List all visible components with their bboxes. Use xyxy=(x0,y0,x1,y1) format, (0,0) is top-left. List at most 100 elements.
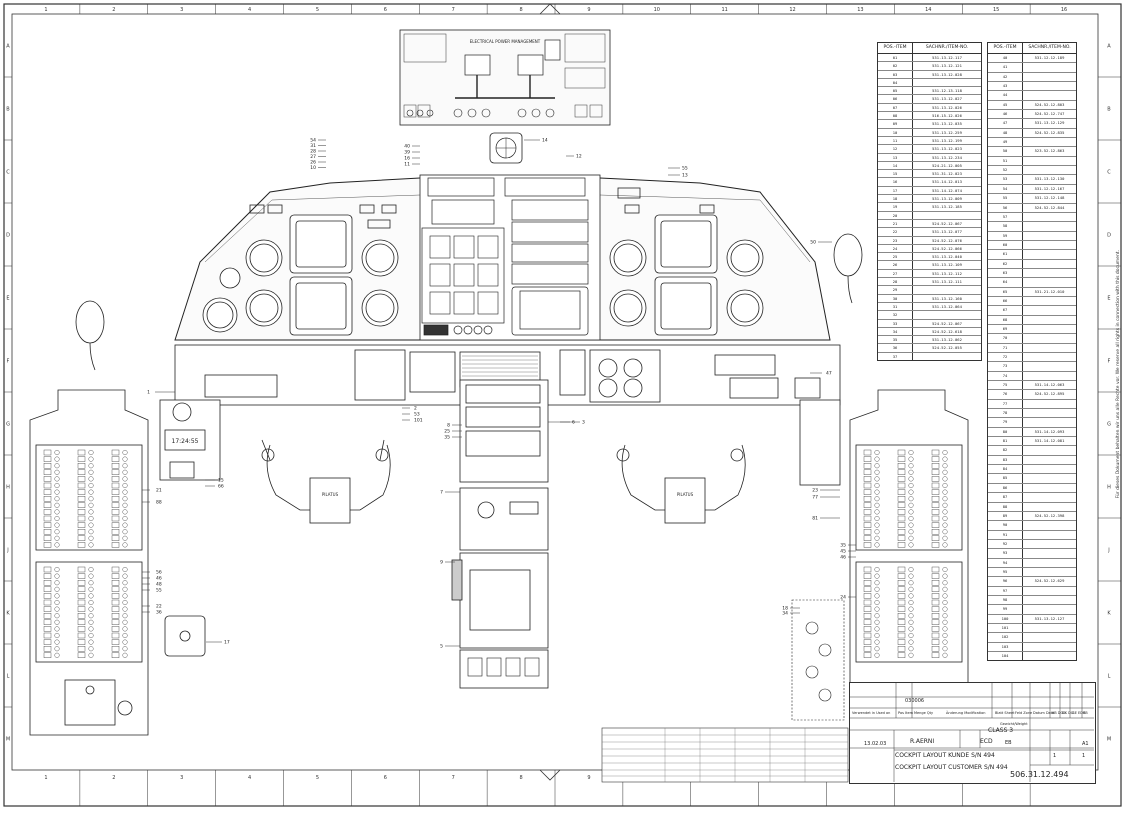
item-number-cell: 531.12.13.118 xyxy=(932,88,962,94)
row-label: B xyxy=(6,107,10,113)
column-label: 4 xyxy=(248,7,251,13)
pos-item-cell: 33 xyxy=(878,319,913,327)
class-label: CLASS 3 xyxy=(988,727,1014,734)
item-number-cell xyxy=(1023,316,1076,324)
column-label: 3 xyxy=(180,775,183,781)
pos-item-cell: 79 xyxy=(988,418,1023,427)
header-used-on: Verwendet in Used on xyxy=(852,711,891,715)
pos-item-cell: 53 xyxy=(988,175,1023,184)
pos-item-cell: 104 xyxy=(988,652,1023,661)
parts-table-row: 82 xyxy=(988,446,1076,456)
parts-table-row: 86 xyxy=(988,483,1076,494)
item-number-cell xyxy=(913,286,981,293)
callout-number: 9 xyxy=(440,560,443,566)
item-number-cell: 524.52.12.067 xyxy=(932,320,962,326)
pos-item-cell: 18 xyxy=(878,195,913,203)
sign-col-2: DK DCI xyxy=(1062,711,1075,715)
item-number-cell: 531.12.12.167 xyxy=(1034,185,1065,191)
item-number-cell: 516.15.12.026 xyxy=(932,113,962,119)
pos-item-cell: 49 xyxy=(988,138,1023,147)
parts-table-row: 83 xyxy=(988,455,1076,466)
item-number-cell: 531.13.12.112 xyxy=(932,270,962,276)
pos-item-cell: 23 xyxy=(878,236,913,244)
pos-item-cell: 74 xyxy=(988,371,1023,381)
callout-number: 27 xyxy=(310,154,316,160)
callout-number: 10 xyxy=(310,165,316,171)
row-label: H xyxy=(6,485,10,491)
callout-number: 5 xyxy=(440,644,443,650)
pos-item-cell: 88 xyxy=(988,502,1023,511)
callout-number: 39 xyxy=(404,150,410,156)
item-number-cell xyxy=(1023,297,1076,305)
pos-item-cell: 15 xyxy=(878,170,913,178)
parts-table-row: 97 xyxy=(988,586,1076,596)
item-number-cell xyxy=(1023,138,1076,146)
left-knee-panel xyxy=(159,399,221,481)
row-label: J xyxy=(6,548,8,554)
row-label: C xyxy=(1107,170,1111,176)
pos-item-cell: 14 xyxy=(878,161,913,170)
item-number-cell xyxy=(1023,334,1076,342)
parts-table-row: 98 xyxy=(988,595,1076,606)
parts-table-row: 71 xyxy=(988,343,1076,353)
item-number-cell xyxy=(1023,624,1076,632)
item-number-cell: 524.52.12.398 xyxy=(1034,512,1065,518)
parts-table-row: 43 xyxy=(988,82,1076,92)
callout-number: 21 xyxy=(156,488,162,494)
pos-item-cell: 31 xyxy=(878,302,913,311)
item-number-cell: 524.52.12.055 xyxy=(932,345,962,351)
parts-table-row: 74 xyxy=(988,371,1076,382)
column-label: 4 xyxy=(248,775,251,781)
item-number-cell: 531.13.12.109 xyxy=(932,262,962,268)
item-number-cell: 531.13.12.185 xyxy=(932,204,962,210)
left-control-yoke xyxy=(261,439,391,524)
callout-number: 31 xyxy=(310,143,316,149)
parts-table-row: 52 xyxy=(988,166,1076,176)
item-number-cell xyxy=(1023,418,1076,426)
column-label: 8 xyxy=(519,775,522,781)
column-label: 11 xyxy=(722,775,728,781)
centre-stack xyxy=(421,177,589,336)
item-number-cell xyxy=(1023,325,1076,333)
parts-table-row: 95 xyxy=(988,567,1076,578)
pos-item-cell: 16 xyxy=(878,178,913,186)
row-label: E xyxy=(6,296,9,302)
item-number-cell xyxy=(1023,605,1076,613)
pos-item-cell: 92 xyxy=(988,539,1023,549)
header-zone: Feld Zone xyxy=(1015,711,1033,715)
item-number-cell: 524.52.12.895 xyxy=(1034,391,1065,397)
parts-table-row: 72 xyxy=(988,353,1076,363)
callout-number: 14 xyxy=(542,138,548,144)
item-number-cell: 531.13.12.035 xyxy=(932,121,962,127)
item-number-cell xyxy=(1023,596,1076,604)
parts-table-row: 63 xyxy=(988,268,1076,279)
col-header-item: SACHNR./ITEM-NO. xyxy=(925,45,969,50)
item-number-cell xyxy=(1023,493,1076,501)
parts-table-row: 42 xyxy=(988,72,1076,83)
callout-number: 13 xyxy=(682,173,688,179)
pos-item-cell: 94 xyxy=(988,558,1023,567)
right-instruments xyxy=(609,187,764,336)
revision-number: 030006 xyxy=(905,698,925,704)
callout-number: 48 xyxy=(156,582,162,588)
column-label: 5 xyxy=(316,775,319,781)
callout-number: 40 xyxy=(404,144,410,150)
electrical-power-panel: ELECTRICAL POWER MANAGEMENT xyxy=(399,29,611,126)
callout-number: 16 xyxy=(404,156,410,162)
pos-item-cell: 96 xyxy=(988,577,1023,586)
pos-item-cell: 35 xyxy=(878,336,913,344)
